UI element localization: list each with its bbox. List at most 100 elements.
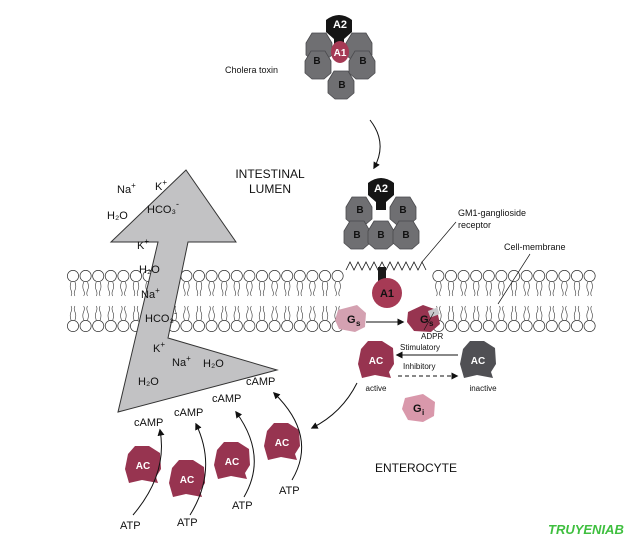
- lipid-tail: [74, 306, 76, 320]
- stimulatory-label: Stimulatory: [400, 343, 440, 352]
- lipid-head: [319, 320, 330, 331]
- atp-label: ATP: [279, 485, 300, 497]
- inhibitory-label: Inhibitory: [403, 362, 435, 371]
- lipid-tail: [121, 282, 123, 296]
- lipid-tail: [448, 282, 450, 296]
- h2o-molecule: H₂O: [203, 358, 224, 370]
- lipid-head: [433, 270, 444, 281]
- lipid-head: [458, 270, 469, 281]
- lipid-tail: [549, 306, 551, 320]
- lipid-tail: [452, 306, 454, 320]
- lipid-tail: [499, 306, 501, 320]
- lipid-tail: [540, 282, 542, 296]
- lipid-tail: [549, 282, 551, 296]
- lipid-tail: [238, 282, 240, 296]
- lipid-tail: [477, 282, 479, 296]
- gi-protein: G i: [402, 394, 435, 422]
- a1-subunit-membrane: A1: [372, 278, 402, 308]
- ac-label: AC: [180, 475, 194, 486]
- gs-protein-inactive: G s: [335, 305, 366, 332]
- lipid-tail: [263, 282, 265, 296]
- lipid-tail: [137, 306, 139, 320]
- lipid-head: [269, 270, 280, 281]
- lipid-head: [206, 270, 217, 281]
- watermark-logo: TRUYENIAB: [548, 522, 624, 537]
- lipid-tail: [184, 306, 186, 320]
- ac-label: AC: [136, 461, 150, 472]
- atp-label: ATP: [177, 517, 198, 529]
- lipid-tail: [461, 282, 463, 296]
- lipid-tail: [272, 282, 274, 296]
- lipid-head: [332, 270, 343, 281]
- lipid-tail: [99, 282, 101, 296]
- lipid-head: [244, 320, 255, 331]
- lipid-tail: [247, 306, 249, 320]
- lipid-tail: [511, 282, 513, 296]
- cholera-toxin-top: A2 A1 B B B: [305, 15, 375, 99]
- lipid-tail: [133, 282, 135, 296]
- lipid-tail: [251, 282, 253, 296]
- lipid-tail: [196, 282, 198, 296]
- lipid-tail: [83, 306, 85, 320]
- lipid-tail: [448, 306, 450, 320]
- lipid-tail: [511, 306, 513, 320]
- lipid-tail: [87, 282, 89, 296]
- lipid-head: [571, 320, 582, 331]
- lipid-head: [219, 270, 230, 281]
- gi-label: G: [413, 403, 422, 415]
- lipid-tail: [188, 282, 190, 296]
- lipid-tail: [486, 282, 488, 296]
- lipid-head: [319, 270, 330, 281]
- camp-label: cAMP: [134, 417, 163, 429]
- lipid-tail: [247, 282, 249, 296]
- lipid-tail: [276, 282, 278, 296]
- lipid-tail: [284, 282, 286, 296]
- b-label: B: [377, 230, 384, 241]
- lipid-tail: [562, 282, 564, 296]
- gs-label: G: [347, 314, 356, 326]
- toxin-binding-arrow: [370, 120, 380, 168]
- lipid-head: [471, 270, 482, 281]
- lipid-tail: [314, 282, 316, 296]
- lipid-head: [483, 270, 494, 281]
- gs-subscript: s: [356, 319, 361, 328]
- lipid-head: [231, 270, 242, 281]
- a1-label: A1: [334, 48, 347, 59]
- lipid-tail: [591, 306, 593, 320]
- lipid-tail: [314, 306, 316, 320]
- lipid-tail: [528, 306, 530, 320]
- h2o-molecule: H₂O: [107, 210, 128, 222]
- lipid-tail: [125, 306, 127, 320]
- lipid-tail: [276, 306, 278, 320]
- lipid-head: [534, 320, 545, 331]
- lipid-tail: [284, 306, 286, 320]
- lipid-head: [471, 320, 482, 331]
- lumen-label: LUMEN: [249, 182, 291, 196]
- lipid-tail: [326, 306, 328, 320]
- lipid-tail: [234, 306, 236, 320]
- lipid-tail: [587, 306, 589, 320]
- lipid-tail: [272, 306, 274, 320]
- lipid-tail: [574, 306, 576, 320]
- lipid-tail: [112, 282, 114, 296]
- gm1-leader: [422, 222, 456, 262]
- lipid-tail: [221, 282, 223, 296]
- lipid-tail: [503, 282, 505, 296]
- lipid-tail: [436, 282, 438, 296]
- lipid-tail: [184, 282, 186, 296]
- lipid-head: [181, 270, 192, 281]
- lipid-tail: [301, 306, 303, 320]
- atp-label: ATP: [232, 500, 253, 512]
- lipid-tail: [259, 282, 261, 296]
- lipid-head: [206, 320, 217, 331]
- lipid-tail: [200, 282, 202, 296]
- lipid-head: [118, 320, 129, 331]
- lipid-head: [105, 270, 116, 281]
- b-label: B: [353, 230, 360, 241]
- b-label: B: [313, 56, 320, 67]
- lipid-tail: [209, 282, 211, 296]
- lipid-tail: [465, 282, 467, 296]
- ac-inactive-label: AC: [471, 356, 485, 367]
- b-label: B: [338, 80, 345, 91]
- lipid-tail: [322, 306, 324, 320]
